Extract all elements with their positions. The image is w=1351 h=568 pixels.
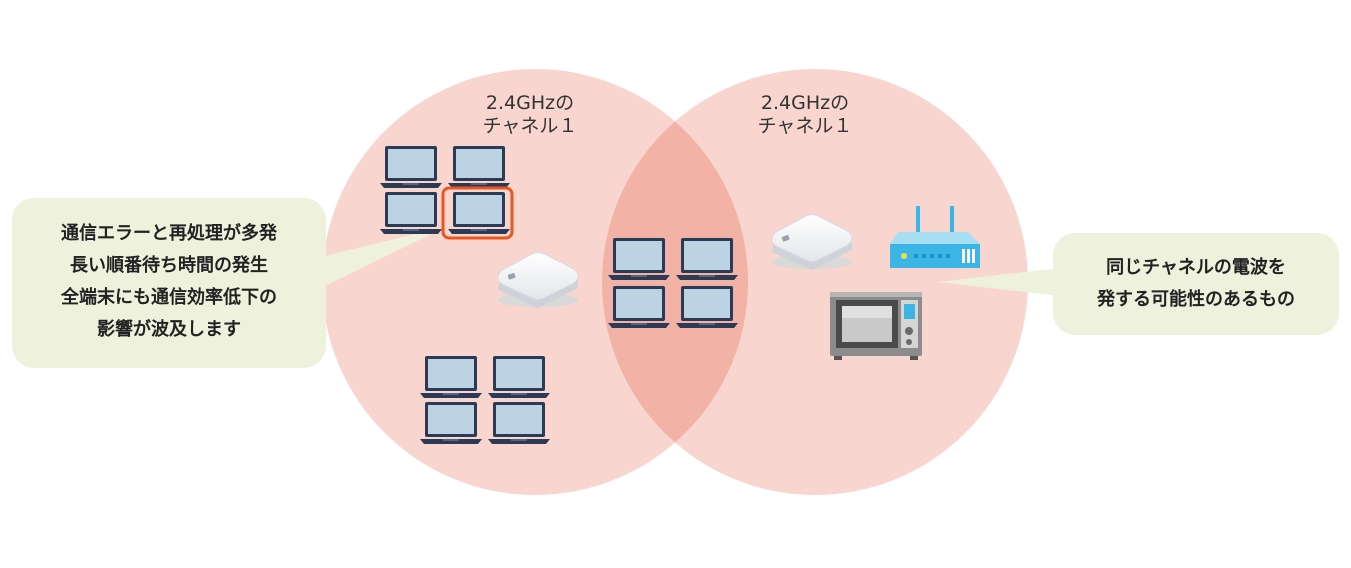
left-channel-label: 2.4GHzの チャネル１ — [470, 92, 590, 138]
callout-left: 通信エラーと再処理が多発 長い順番待ち時間の発生 全端末にも通信効率低下の 影響… — [12, 198, 326, 368]
callout-right-line: 同じチャネルの電波を — [1106, 257, 1286, 278]
callout-right-pointer — [938, 268, 1060, 296]
highlighted-laptop-frame — [441, 186, 514, 240]
left-channel-band: 2.4GHzの — [485, 92, 575, 114]
right-channel-label: 2.4GHzの チャネル１ — [745, 92, 865, 138]
left-channel-number: チャネル１ — [482, 115, 578, 137]
channel-overlap-zone — [602, 69, 748, 495]
callout-left-line: 全端末にも通信効率低下の — [61, 287, 277, 308]
wifi-router-icon — [890, 206, 980, 268]
microwave-icon — [830, 292, 922, 360]
callout-left-line: 影響が波及します — [97, 319, 241, 340]
callout-left-pointer — [300, 226, 448, 298]
right-channel-band: 2.4GHzの — [760, 92, 850, 114]
right-channel-number: チャネル１ — [757, 115, 853, 137]
callout-left-line: 通信エラーと再処理が多発 — [61, 223, 277, 244]
callout-right: 同じチャネルの電波を 発する可能性のあるもの — [1053, 233, 1339, 335]
callout-left-line: 長い順番待ち時間の発生 — [70, 255, 268, 276]
callout-right-line: 発する可能性のあるもの — [1097, 289, 1295, 310]
